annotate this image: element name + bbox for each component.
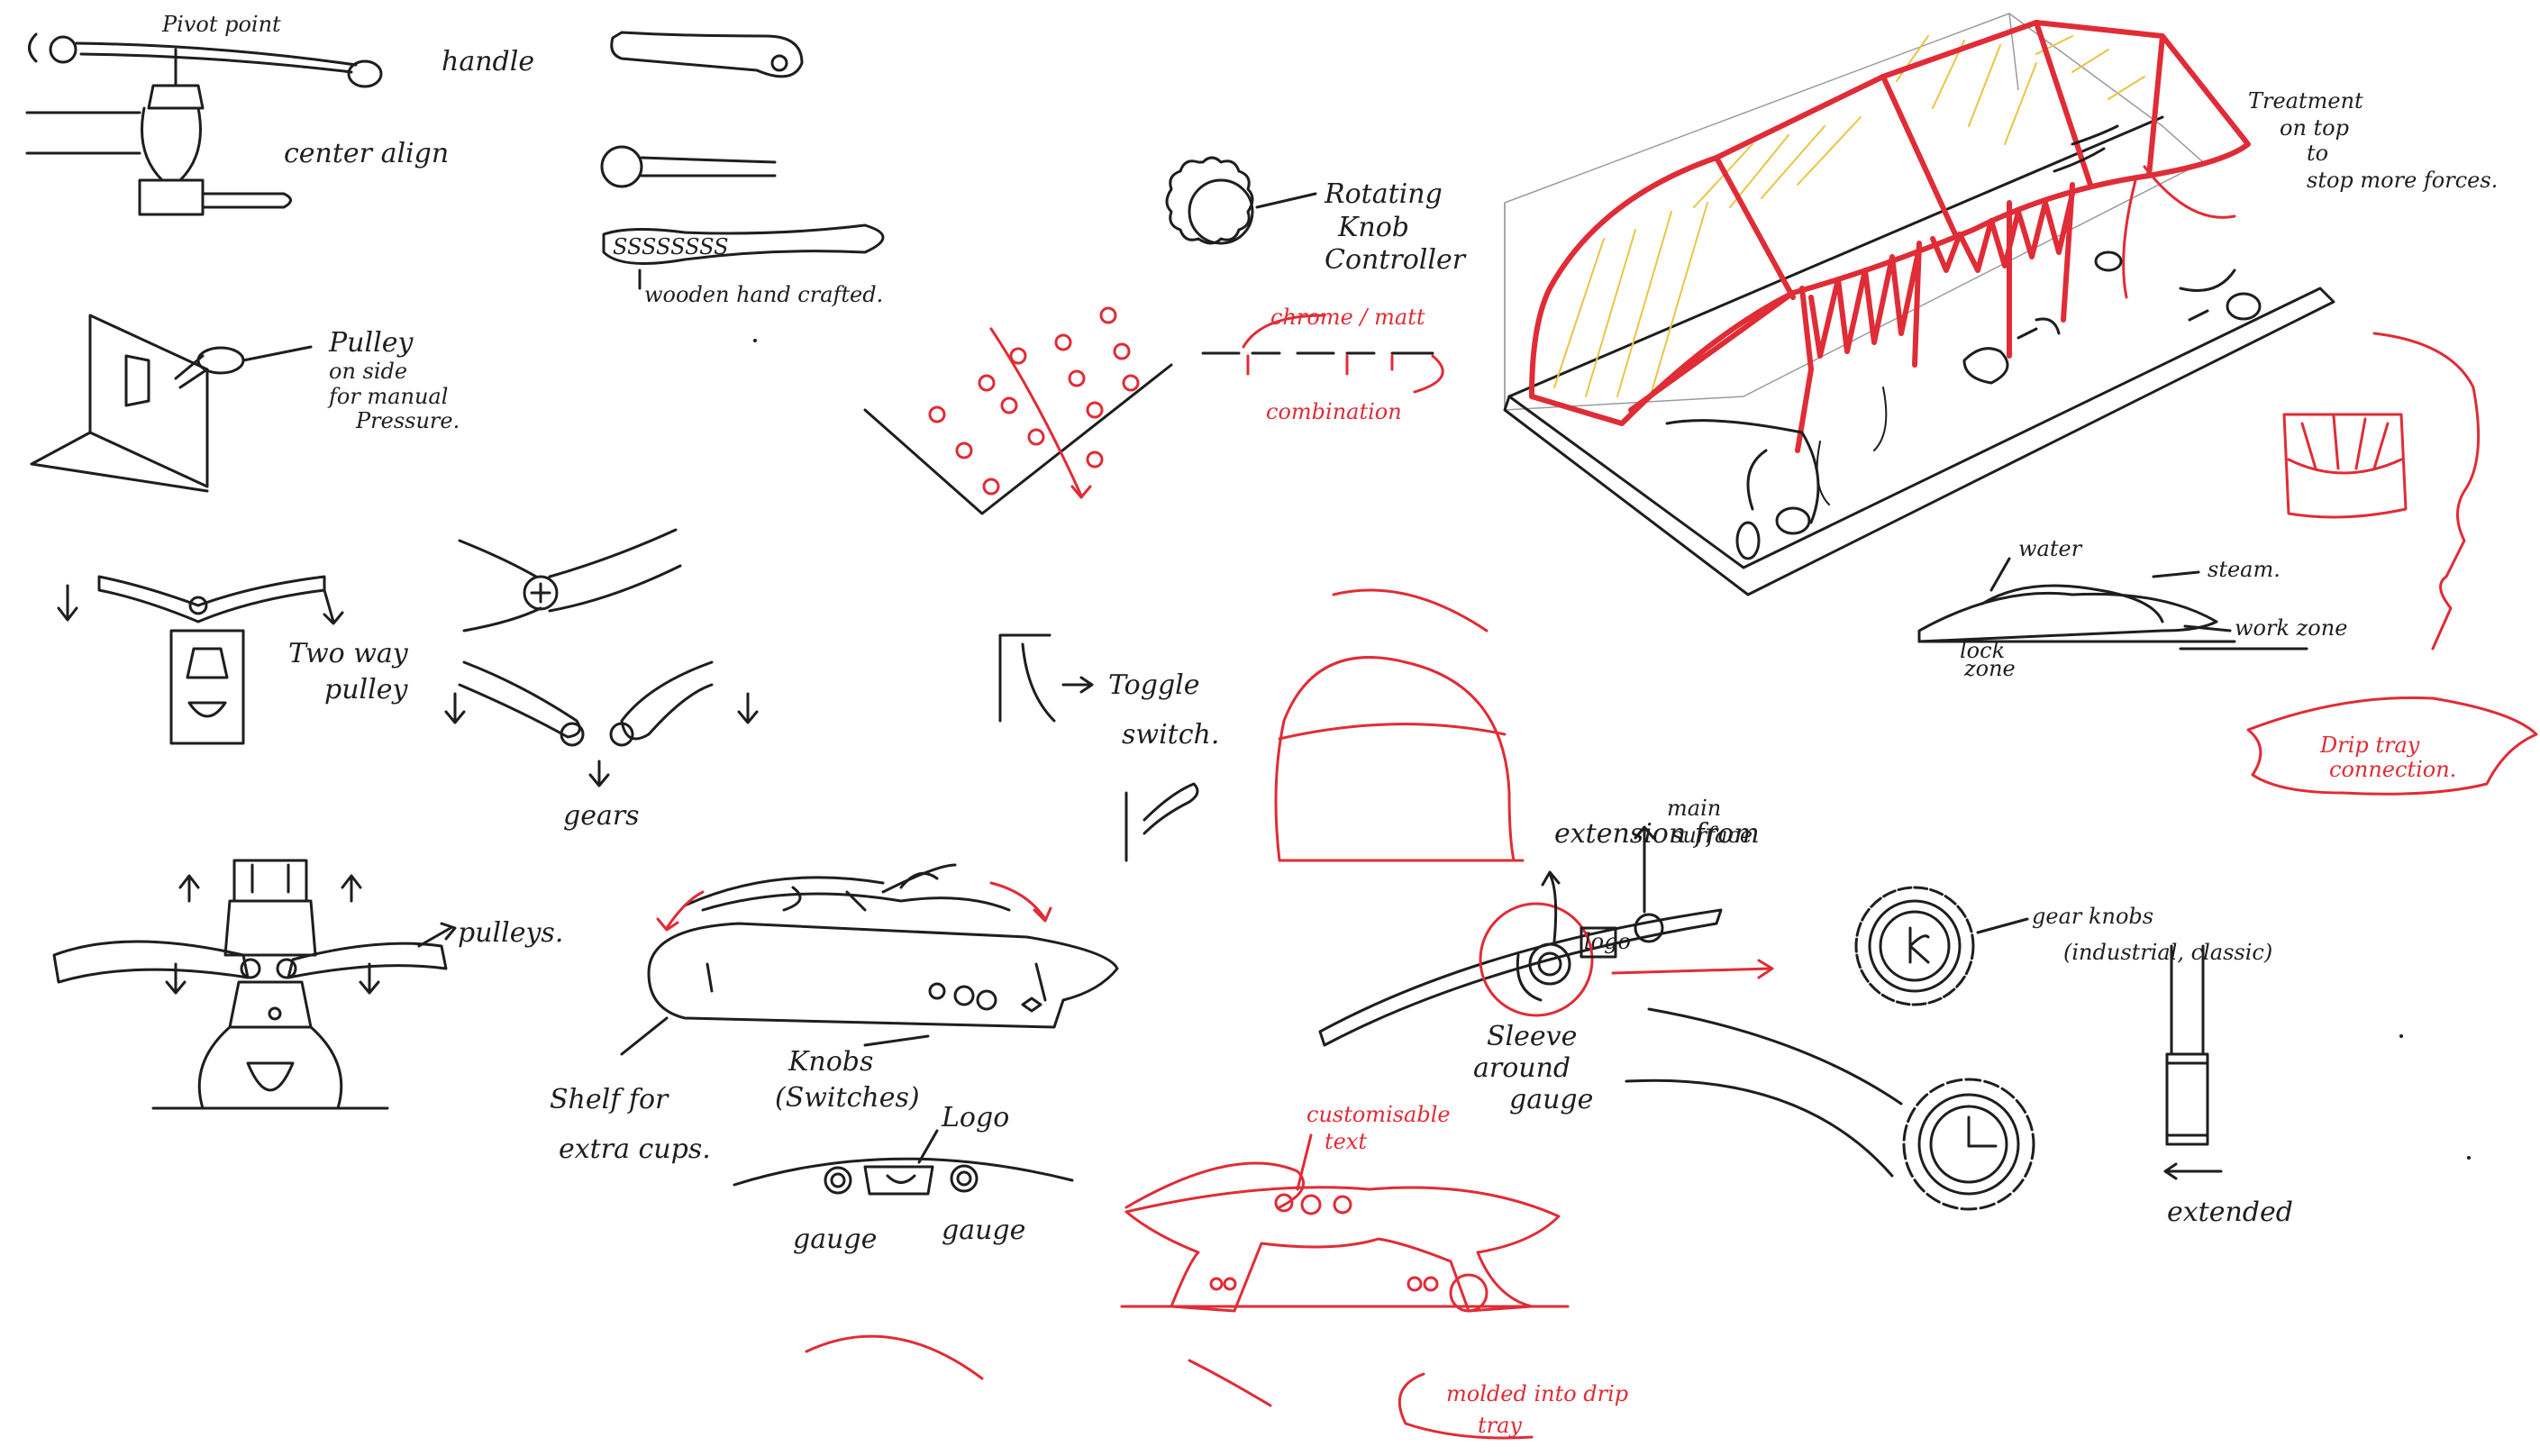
molded-label-1: molded into drip [1446, 1381, 1628, 1406]
lock-zone-label-2: zone [1963, 656, 2016, 681]
gear-knobs-label-2: (industrial, classic) [2063, 940, 2272, 965]
pulley-label-1: Pulley [328, 327, 414, 359]
pulley-label-2: on side [329, 359, 407, 384]
treatment-label-2: on top [2280, 115, 2349, 141]
two-way-pulley-sketch: Two way pulley [57, 575, 409, 745]
pulley-sketch: Pulley on side for manual Pressure. [30, 314, 460, 493]
ink-dot [2467, 1156, 2471, 1160]
treatment-label-4: stop more forces. [2307, 168, 2498, 193]
gauge-logo-sketch: Logo gauge gauge [733, 1102, 1074, 1255]
machine-pulleys-sketch: pulleys. [52, 859, 563, 1110]
rotating-label-2: Knob [1337, 212, 1409, 243]
gauge-left-label: gauge [793, 1224, 877, 1255]
gauge-extension-sketch: logo extension from main surface Sleeve … [1318, 796, 1774, 1115]
shelf-machine-sketch: Shelf for extra cups. Knobs (Switches) [550, 863, 1119, 1165]
extension-label-2: main [1667, 796, 1721, 821]
gears-label: gears [563, 800, 640, 832]
pivot-handle-sketch: Pivot point handle center align [25, 12, 534, 216]
toggle-label-1: Toggle [1108, 669, 1200, 701]
yellow-hatching [1553, 35, 2145, 402]
sleeve-label-1: Sleeve [1487, 1021, 1577, 1052]
steam-label: steam. [2208, 557, 2281, 582]
gear-knobs-sketch: gear knobs (industrial, classic) extende… [1625, 886, 2293, 1228]
gears-sketch: gears [444, 528, 759, 832]
pulley-label-3: for manual [327, 384, 448, 409]
treatment-label-3: to [2307, 141, 2328, 166]
handle-variants-sketch: SSSSSSSS wooden hand crafted. [600, 31, 885, 307]
two-way-label-2: pulley [324, 674, 408, 705]
pivot-point-label: Pivot point [161, 12, 281, 37]
chrome-matt-label: chrome / matt [1270, 305, 1425, 330]
extension-label-1: extension from [1554, 818, 1760, 850]
knobs-label-2: (Switches) [775, 1082, 920, 1114]
two-way-label-1: Two way [288, 638, 409, 669]
molded-label-2: tray [1478, 1413, 1522, 1438]
red-arch-sketch [1274, 588, 1525, 862]
combination-label: combination [1266, 399, 1402, 424]
sleeve-label-3: gauge [1509, 1084, 1593, 1115]
rotating-label-1: Rotating [1324, 178, 1443, 210]
handle-label: handle [442, 46, 534, 77]
sleeve-label-2: around [1473, 1052, 1570, 1084]
drip-tray-label-2: connection. [2329, 757, 2456, 782]
knobs-label-1: Knobs [787, 1046, 873, 1078]
work-zone-label: work zone [2235, 615, 2347, 641]
main-machine-sketch: Treatment on top to stop more forces. [1503, 13, 2498, 596]
ink-dot [2399, 1034, 2403, 1038]
gear-knobs-label-1: gear knobs [2032, 904, 2153, 929]
rotating-knob-sketch: Rotating Knob Controller chrome / matt c… [863, 156, 1467, 515]
knob-dot-grid [928, 306, 1140, 496]
squiggle-label: SSSSSSSS [613, 234, 729, 259]
pulleys-label: pulleys. [458, 917, 563, 949]
customisable-label-1: customisable [1306, 1102, 1451, 1127]
shelf-label-2: extra cups. [559, 1133, 711, 1165]
drip-tray-label-1: Drip tray [2319, 733, 2420, 758]
logo-label: Logo [941, 1102, 1009, 1133]
extended-label: extended [2167, 1197, 2293, 1228]
gauge-right-label: gauge [942, 1215, 1025, 1246]
shelf-label-1: Shelf for [550, 1084, 669, 1115]
treatment-label-1: Treatment [2248, 88, 2363, 114]
red-tray-sketch: Drip tray connection. [2246, 332, 2538, 796]
pulley-label-4: Pressure. [355, 408, 460, 433]
logo-box-label: logo [1584, 929, 1631, 954]
ink-dot [753, 339, 757, 342]
toggle-switch-sketch: Toggle switch. [998, 633, 1219, 862]
wooden-hand-crafted-label: wooden hand crafted. [644, 282, 883, 307]
lock-zone-label-1: lock [1960, 638, 2005, 663]
customisable-label-2: text [1325, 1129, 1367, 1154]
rotating-label-3: Controller [1325, 244, 1467, 276]
water-label: water [2018, 536, 2083, 561]
red-drip-tray-sketch: customisable text molded into drip tray [805, 1102, 1628, 1440]
toggle-label-2: switch. [1122, 719, 1219, 751]
zones-sketch: water steam. work zone lock zone [1917, 536, 2347, 681]
center-align-label: center align [284, 138, 449, 169]
extension-label-3: surface [1671, 823, 1753, 848]
